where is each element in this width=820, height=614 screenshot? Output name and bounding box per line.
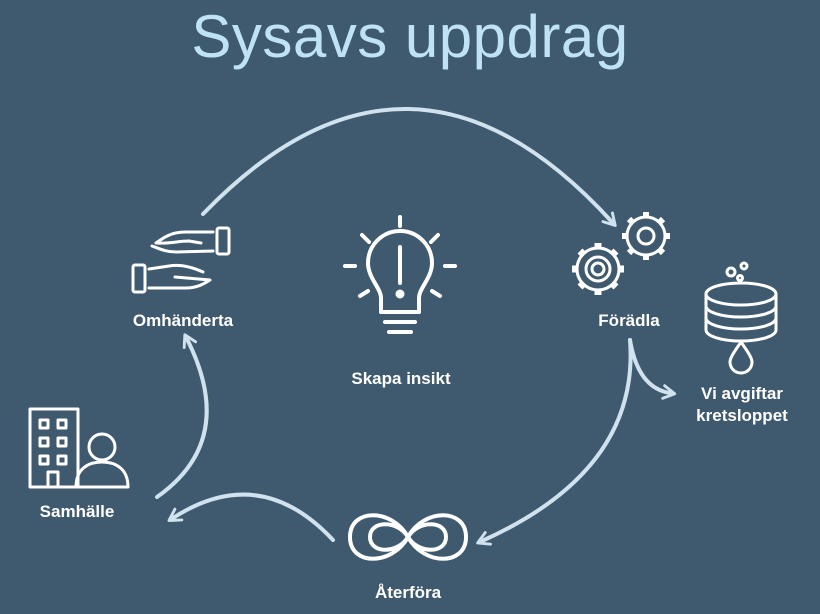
avgiftar-line-1: Vi avgiftar [701,384,783,403]
arrow-omhanderta-to-foradla [201,107,617,227]
arrow-foradla-to-aterfora [476,338,633,546]
hands-icon [131,226,231,294]
arrow-foradla-to-avgiftar [628,338,677,400]
building-person-icon [28,407,130,489]
page-title: Sysavs uppdrag [191,3,629,70]
infinity-loop-icon [347,513,469,561]
node-label-omhanderta: Omhänderta [132,311,234,330]
node-label-aterfora: Återföra [374,583,442,602]
arrow-samhalle-to-omhanderta [155,333,209,499]
avgiftar-line-2: kretsloppet [696,406,788,425]
node-label-samhalle: Samhälle [39,502,115,521]
center-label-skapa-insikt: Skapa insikt [351,369,451,388]
lightbulb-icon [343,215,457,334]
arrow-aterfora-to-samhalle [167,492,335,542]
detox-stack-icon [704,261,778,375]
gears-icon [572,212,670,295]
node-label-avgiftar: Vi avgiftar kretsloppet [682,383,802,427]
node-label-foradla: Förädla [598,311,660,330]
